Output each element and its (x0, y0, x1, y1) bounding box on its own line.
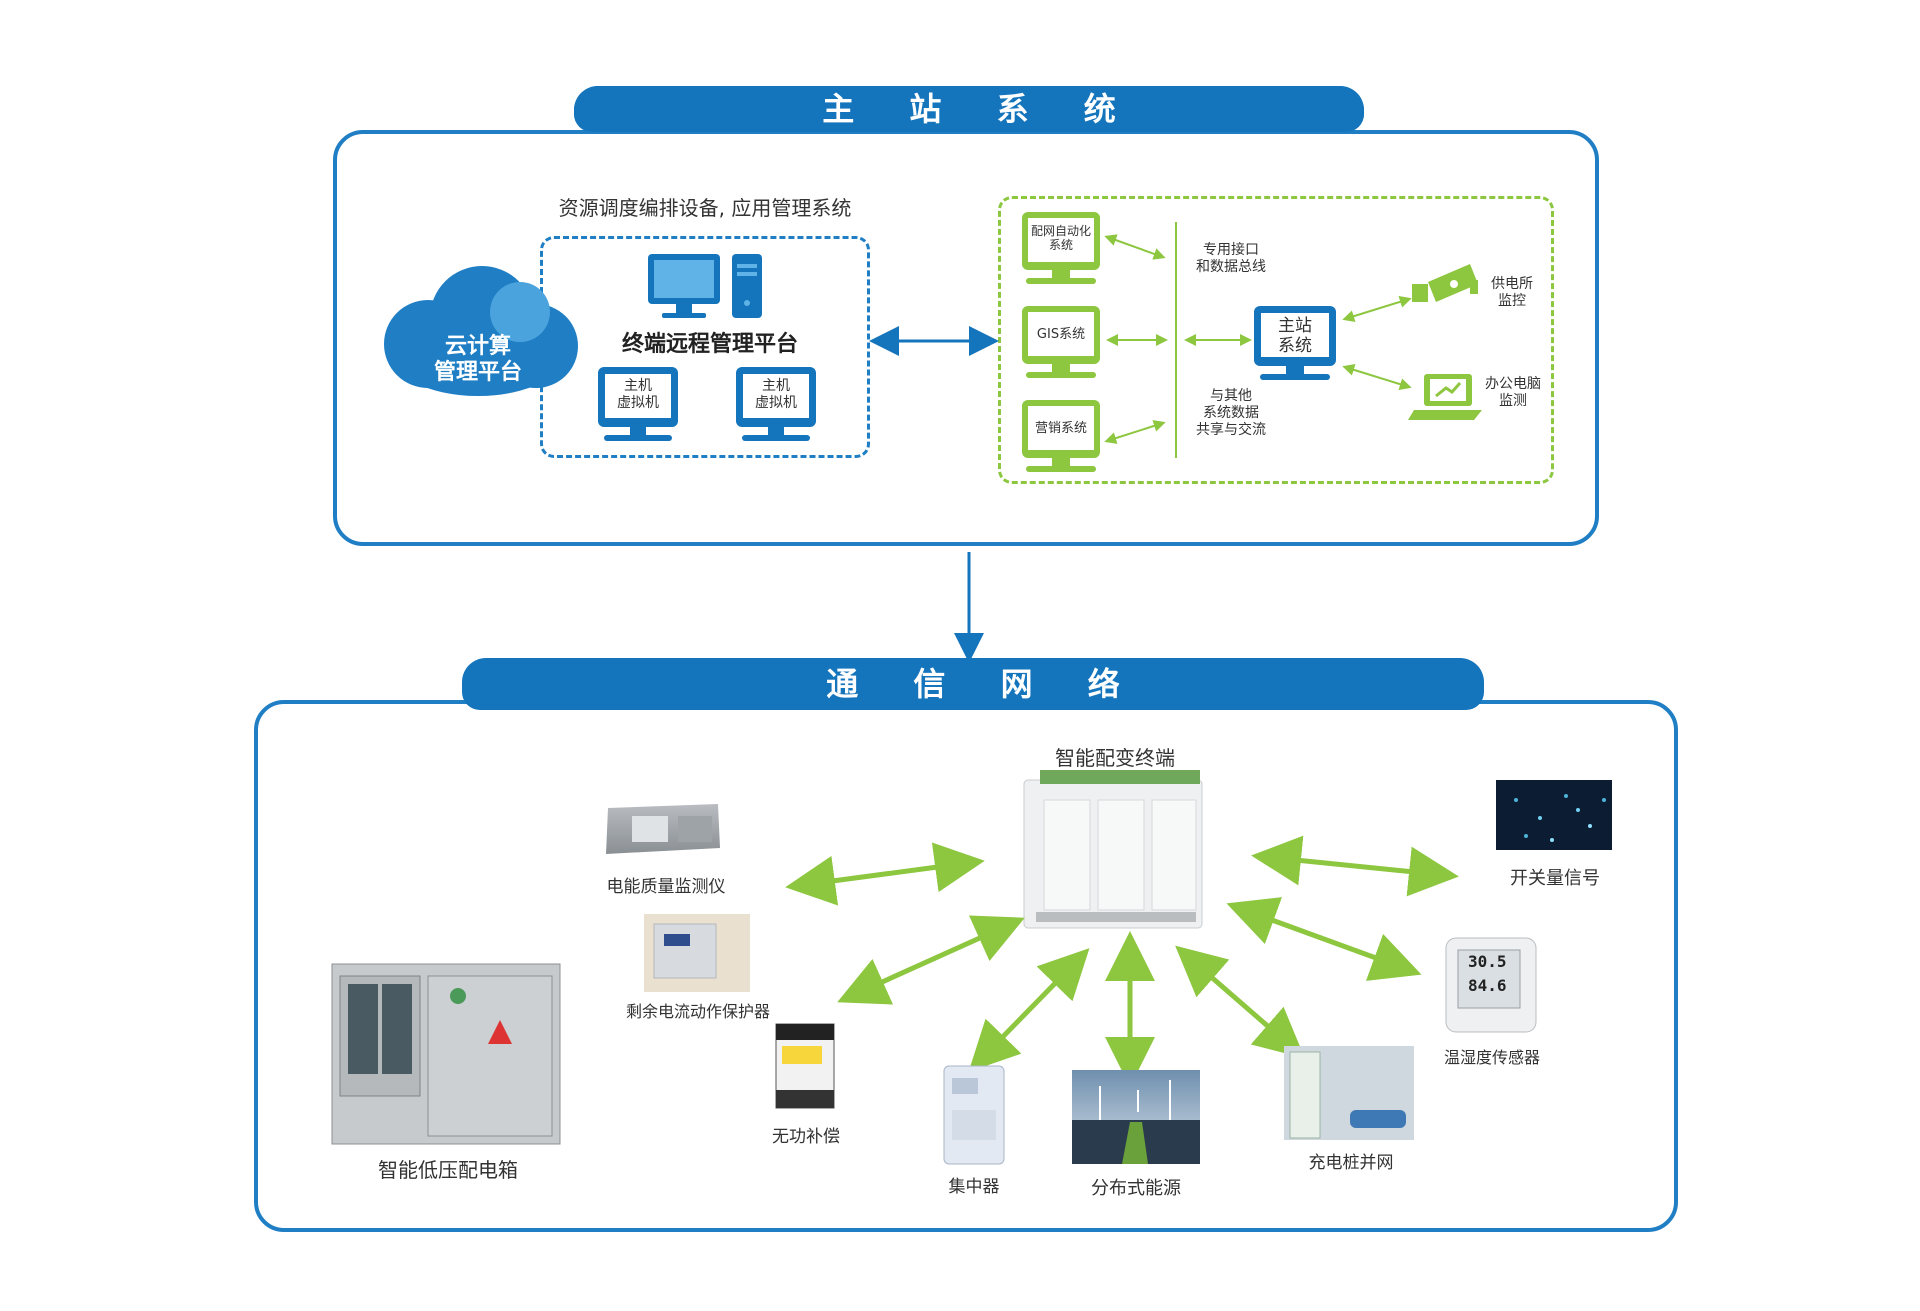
sensor-reading-temp: 30.5 (1468, 952, 1507, 971)
bottom-banner: 通 信 网 络 (462, 658, 1484, 710)
distributed-energy-label: 分布式能源 (1091, 1178, 1181, 1199)
sensor-reading-humidity: 84.6 (1468, 976, 1507, 995)
temp-humidity-label: 温湿度传感器 (1443, 1048, 1540, 1067)
bus-label-top: 专用接口和数据总线 (1196, 242, 1266, 275)
laptop-label: 办公电脑监测 (1485, 376, 1541, 409)
charging-label: 充电桩并网 (1308, 1153, 1394, 1173)
systems-box (998, 196, 1554, 484)
security-camera-icon (1412, 264, 1478, 302)
temp-humidity-sensor-image (1445, 937, 1537, 1033)
green-monitor-gis-icon (1022, 306, 1100, 378)
power-quality-monitor-image (606, 804, 720, 854)
resource-subtitle: 资源调度编排设备, 应用管理系统 (558, 196, 852, 220)
lv-box-label: 智能低压配电箱 (378, 1158, 518, 1182)
green-monitor-marketing-icon (1022, 400, 1100, 472)
terminal-title: 智能配变终端 (1055, 746, 1175, 770)
residual-current-protector-image (644, 914, 750, 992)
vm-left-label: 主机虚拟机 (617, 378, 659, 411)
desktop-computer-icon (648, 254, 762, 318)
gis-label: GIS系统 (1036, 327, 1086, 342)
vm-monitor-left-icon (598, 367, 678, 441)
reactive-label: 无功补偿 (772, 1127, 840, 1147)
concentrator-label: 集中器 (948, 1177, 1000, 1197)
switch-signal-label: 开关量信号 (1510, 868, 1600, 889)
smart-terminal-device (1023, 770, 1203, 929)
concentrator-meter-image (943, 1065, 1005, 1165)
lv-distribution-box-image (331, 963, 561, 1145)
residual-current-label: 剩余电流动作保护器 (625, 1002, 770, 1021)
vm-right-label: 主机虚拟机 (755, 378, 797, 411)
vm-monitor-right-icon (736, 367, 816, 441)
laptop-icon (1408, 374, 1482, 420)
master-station-monitor-icon (1254, 306, 1336, 380)
dms-label: 配网自动化系统 (1030, 224, 1091, 252)
bus-label-bottom: 与其他系统数据共享与交流 (1196, 388, 1266, 438)
switch-signal-image (1496, 780, 1612, 850)
camera-label: 供电所监控 (1491, 276, 1533, 309)
master-station-label: 主站系统 (1278, 316, 1312, 356)
distributed-energy-image (1072, 1070, 1200, 1164)
charging-station-image (1284, 1046, 1414, 1140)
network-arrows (785, 835, 1459, 1087)
top-banner-overlay: 主 站 系 统 (574, 86, 1364, 132)
platform-title: 终端远程管理平台 (621, 332, 798, 357)
cloud-label: 云计算管理平台 (433, 334, 522, 385)
marketing-label: 营销系统 (1034, 421, 1087, 436)
reactive-compensation-image (775, 1023, 835, 1109)
power-quality-label: 电能质量监测仪 (606, 877, 726, 897)
cloud-icon (384, 266, 578, 396)
green-monitor-dms-icon (1022, 212, 1100, 284)
